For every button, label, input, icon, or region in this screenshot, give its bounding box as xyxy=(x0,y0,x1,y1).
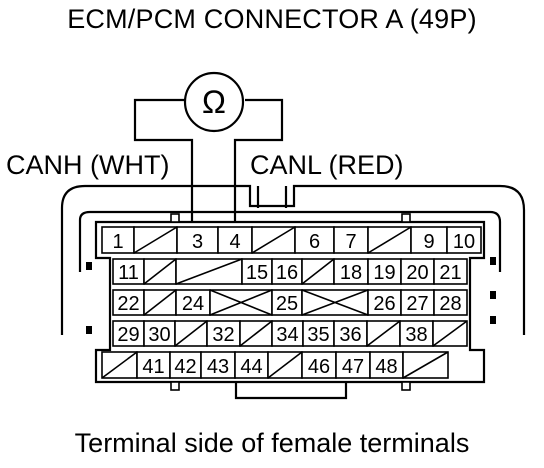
blank-cavity-slash xyxy=(101,351,138,379)
blank-cavity-slash xyxy=(366,320,401,347)
latch-mark xyxy=(401,381,411,391)
terminal-number: 9 xyxy=(423,231,434,253)
terminal-number: 27 xyxy=(406,293,428,315)
ohm-symbol: Ω xyxy=(202,84,226,120)
diagram-caption: Terminal side of female terminals xyxy=(74,428,470,458)
latch-mark xyxy=(170,381,180,391)
terminal-number: 30 xyxy=(148,324,170,346)
connector-title: ECM/PCM CONNECTOR A (49P) xyxy=(67,4,477,34)
terminal-38 xyxy=(399,320,434,347)
terminal-number: 6 xyxy=(309,231,320,253)
connector-housing-outline xyxy=(60,184,526,335)
blank-cavity-slash xyxy=(432,320,468,347)
terminal-6 xyxy=(294,226,335,254)
terminal-4 xyxy=(217,226,253,254)
terminal-20 xyxy=(400,258,435,285)
terminal-number: 46 xyxy=(308,356,330,378)
blank-cavity-slash xyxy=(402,351,449,379)
terminal-number: 35 xyxy=(307,324,329,346)
locator-mark xyxy=(490,257,496,265)
blank-cavity-slash xyxy=(143,289,177,316)
terminal-number: 15 xyxy=(246,262,268,284)
locator-mark xyxy=(490,316,496,324)
terminal-36 xyxy=(333,320,368,347)
terminal-number: 10 xyxy=(453,231,475,253)
locator-mark xyxy=(86,326,92,334)
terminal-number: 1 xyxy=(112,231,123,253)
terminal-10 xyxy=(446,226,482,254)
terminal-1 xyxy=(101,226,135,254)
terminal-number: 44 xyxy=(240,356,262,378)
terminal-30 xyxy=(143,320,176,347)
terminal-26 xyxy=(367,289,402,316)
connector-bottom-tab xyxy=(234,382,348,400)
terminal-24 xyxy=(175,289,211,316)
terminal-number: 16 xyxy=(276,262,298,284)
connector-housing-inner-lip xyxy=(78,210,502,272)
lead-wire-canh xyxy=(133,98,194,222)
connector-body xyxy=(94,220,486,384)
blank-cavity-slash xyxy=(367,226,412,254)
terminal-number: 20 xyxy=(406,262,428,284)
terminal-25 xyxy=(271,289,303,316)
terminal-number: 41 xyxy=(142,356,164,378)
terminal-18 xyxy=(333,258,369,285)
terminal-28 xyxy=(433,289,468,316)
terminal-number: 18 xyxy=(340,262,362,284)
canh-wire-label: CANH (WHT) xyxy=(6,150,170,180)
terminal-number: 43 xyxy=(207,356,229,378)
terminal-41 xyxy=(136,351,171,379)
connector-key xyxy=(256,186,288,208)
latch-mark xyxy=(401,213,411,223)
ohmmeter-icon xyxy=(183,71,245,133)
blank-cavity-slash xyxy=(133,226,178,254)
terminal-number: 29 xyxy=(117,324,139,346)
terminal-number: 4 xyxy=(229,231,240,253)
blank-cavity-slash xyxy=(175,258,243,285)
terminal-21 xyxy=(433,258,468,285)
latch-mark xyxy=(170,213,180,223)
terminal-number: 42 xyxy=(174,356,196,378)
terminal-number: 3 xyxy=(192,231,203,253)
terminal-22 xyxy=(112,289,145,316)
terminal-number: 19 xyxy=(373,262,395,284)
terminal-number: 38 xyxy=(405,324,427,346)
blank-cavity-slash xyxy=(239,320,273,347)
terminal-34 xyxy=(271,320,304,347)
terminal-number: 26 xyxy=(373,293,395,315)
blank-cavity-slash xyxy=(267,351,303,379)
terminal-number: 22 xyxy=(117,293,139,315)
terminal-number: 47 xyxy=(342,356,364,378)
terminal-number: 36 xyxy=(339,324,361,346)
blank-cavity-slash xyxy=(143,258,177,285)
terminal-number: 48 xyxy=(375,356,397,378)
locator-mark xyxy=(490,291,496,299)
lead-wire-canl xyxy=(233,98,284,222)
blank-cavity-slash xyxy=(301,258,335,285)
terminal-3 xyxy=(176,226,219,254)
terminal-number: 11 xyxy=(118,262,139,284)
terminal-number: 7 xyxy=(345,231,356,253)
terminal-35 xyxy=(302,320,335,347)
terminal-47 xyxy=(335,351,371,379)
blank-cavity-slash xyxy=(174,320,208,347)
blank-cavity-slash xyxy=(251,226,296,254)
locator-mark xyxy=(86,262,92,270)
terminal-number: 24 xyxy=(182,293,204,315)
terminal-number: 21 xyxy=(439,262,461,284)
terminal-number: 34 xyxy=(276,324,298,346)
blank-cavity-slash xyxy=(301,289,369,316)
terminal-number: 25 xyxy=(276,293,298,315)
blank-cavity-slash xyxy=(209,289,273,316)
terminal-42 xyxy=(169,351,202,379)
terminal-43 xyxy=(200,351,236,379)
terminal-number: 32 xyxy=(212,324,234,346)
canl-wire-label: CANL (RED) xyxy=(250,150,404,180)
terminal-48 xyxy=(369,351,404,379)
terminal-number: 28 xyxy=(439,293,461,315)
terminal-19 xyxy=(367,258,402,285)
